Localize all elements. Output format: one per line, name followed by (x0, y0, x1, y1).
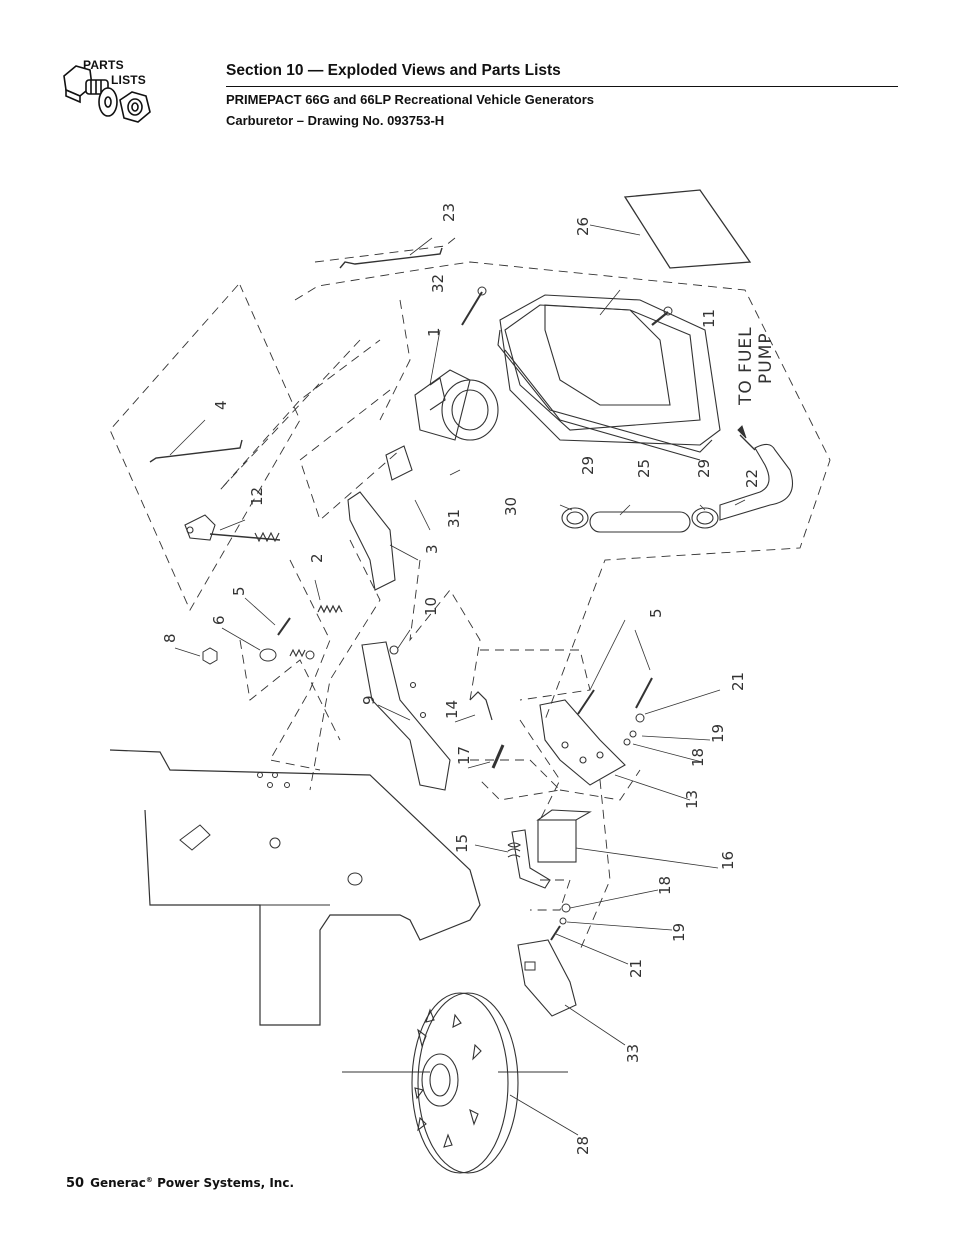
parts-lists-logo (63, 65, 151, 123)
callout-10: 10 (422, 597, 440, 616)
company-suffix: Power Systems, Inc. (157, 1176, 294, 1190)
company-name: Generac (90, 1176, 146, 1190)
pump-label: PUMP (756, 332, 776, 384)
callout-22: 22 (743, 469, 761, 488)
callout-30: 30 (502, 497, 520, 516)
callout-18a: 18 (689, 748, 707, 767)
callout-21b: 21 (627, 959, 645, 978)
callout-26: 26 (574, 217, 592, 236)
callout-13: 13 (683, 790, 701, 809)
callout-29a: 29 (579, 456, 597, 475)
page-header: Section 10 — Exploded Views and Parts Li… (226, 62, 898, 129)
callout-32: 32 (429, 274, 447, 293)
callout-4: 4 (212, 400, 230, 410)
callout-11: 11 (700, 309, 718, 328)
page-footer: 50 Generac® Power Systems, Inc. (66, 1176, 294, 1191)
callout-17: 17 (455, 746, 473, 765)
registered-mark: ® (145, 1176, 153, 1184)
callout-5a: 5 (230, 586, 248, 596)
callout-33: 33 (624, 1044, 642, 1063)
callout-15: 15 (453, 834, 471, 853)
logo-lists-label: LISTS (111, 73, 147, 87)
to-fuel-label: TO FUEL (736, 326, 756, 406)
model-line: PRIMEPACT 66G and 66LP Recreational Vehi… (226, 92, 594, 107)
callout-3: 3 (423, 544, 441, 554)
drawing-line: Carburetor – Drawing No. 093753-H (226, 113, 445, 128)
callout-19b: 19 (670, 923, 688, 942)
callout-29b: 29 (695, 459, 713, 478)
callout-18b: 18 (656, 876, 674, 895)
logo-parts-label: PARTS (83, 58, 124, 72)
callout-8: 8 (161, 633, 179, 643)
callout-9: 9 (360, 695, 378, 705)
callout-2: 2 (308, 553, 326, 563)
section-title: Section 10 — Exploded Views and Parts Li… (226, 62, 898, 87)
callout-31: 31 (445, 509, 463, 528)
callout-12: 12 (248, 487, 266, 506)
callout-16: 16 (719, 851, 737, 870)
callout-21a: 21 (729, 672, 747, 691)
page-number: 50 (66, 1176, 85, 1191)
callout-25: 25 (635, 459, 653, 478)
callout-6: 6 (210, 615, 228, 625)
callout-14: 14 (443, 700, 461, 719)
callout-23: 23 (440, 203, 458, 222)
callout-19a: 19 (709, 724, 727, 743)
callout-1: 1 (425, 327, 443, 337)
callout-5b: 5 (647, 608, 665, 618)
callout-28: 28 (574, 1136, 592, 1155)
